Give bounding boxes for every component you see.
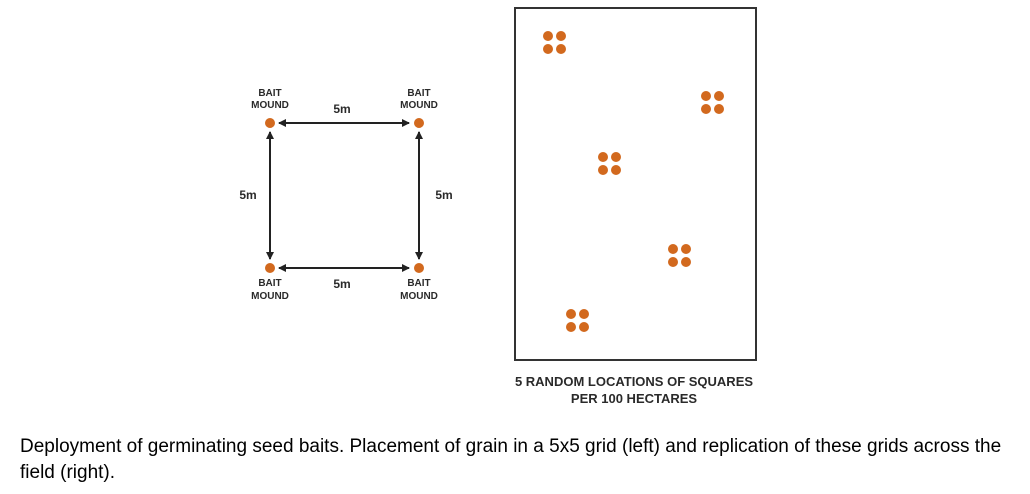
cluster-mound [668, 244, 678, 254]
distance-label-left: 5m [239, 188, 256, 202]
cluster-mound [579, 309, 589, 319]
cluster-mound [543, 31, 553, 41]
mound-cluster-4 [668, 244, 691, 267]
mound-cluster-2 [701, 91, 724, 114]
bait-label-top-left-line2: MOUND [251, 100, 289, 111]
distance-label-top: 5m [333, 102, 350, 116]
bait-label-bottom-right-line2: MOUND [400, 291, 438, 302]
figure-caption: Deployment of germinating seed baits. Pl… [20, 436, 1002, 483]
mound-cluster-5 [566, 309, 589, 332]
mound-cluster-3 [598, 152, 621, 175]
field-boundary [514, 7, 757, 361]
mound-cluster-1 [543, 31, 566, 54]
diagram-svg: BAIT MOUND BAIT MOUND BAIT MOUND BAIT MO… [239, 7, 757, 406]
field-diagram: 5 RANDOM LOCATIONS OF SQUARES PER 100 HE… [514, 7, 757, 406]
bait-mound-top-left [265, 118, 275, 128]
cluster-mound [701, 91, 711, 101]
cluster-mound [556, 31, 566, 41]
cluster-mound [611, 152, 621, 162]
bait-label-top-right-line2: MOUND [400, 100, 438, 111]
bait-mound-bottom-right [414, 263, 424, 273]
cluster-mound [668, 257, 678, 267]
cluster-mound [701, 104, 711, 114]
cluster-mound [681, 257, 691, 267]
bait-mound-bottom-left [265, 263, 275, 273]
cluster-mound [714, 104, 724, 114]
bait-label-bottom-right-line1: BAIT [407, 278, 430, 289]
bait-mound-top-right [414, 118, 424, 128]
cluster-mound [681, 244, 691, 254]
cluster-mound [566, 322, 576, 332]
distance-label-right: 5m [435, 188, 452, 202]
field-caption-line1: 5 RANDOM LOCATIONS OF SQUARES [515, 374, 753, 389]
bait-label-bottom-left-line1: BAIT [258, 278, 281, 289]
cluster-mound [566, 309, 576, 319]
cluster-mound [714, 91, 724, 101]
cluster-mound [611, 165, 621, 175]
cluster-mound [556, 44, 566, 54]
cluster-mound [579, 322, 589, 332]
distance-label-bottom: 5m [333, 277, 350, 291]
grid-square-diagram: BAIT MOUND BAIT MOUND BAIT MOUND BAIT MO… [239, 88, 452, 302]
cluster-mound [543, 44, 553, 54]
field-caption-line2: PER 100 HECTARES [571, 391, 698, 406]
cluster-mound [598, 165, 608, 175]
cluster-mound [598, 152, 608, 162]
bait-label-top-right-line1: BAIT [407, 88, 430, 99]
bait-label-bottom-left-line2: MOUND [251, 291, 289, 302]
bait-label-top-left-line1: BAIT [258, 88, 281, 99]
